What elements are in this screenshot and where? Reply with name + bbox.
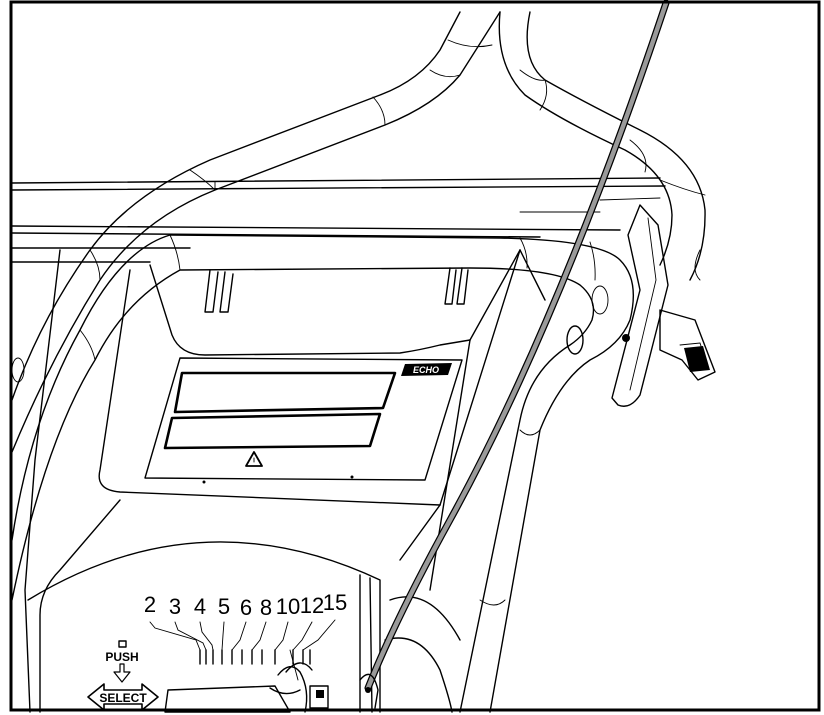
height-label-15: 15 <box>323 590 347 615</box>
push-button-icon <box>118 640 127 648</box>
brake-lever[interactable] <box>611 204 716 407</box>
height-label-8: 8 <box>260 595 272 620</box>
height-label-12: 12 <box>300 593 324 618</box>
brand-badge: ECHO <box>401 363 452 376</box>
height-label-3: 3 <box>169 594 181 619</box>
height-label-5: 5 <box>218 594 230 619</box>
push-label: PUSH <box>105 650 138 664</box>
height-label-6: 6 <box>240 595 252 620</box>
vent-slots-left <box>204 269 234 313</box>
height-label-2: 2 <box>144 592 156 617</box>
height-label-4: 4 <box>194 594 206 619</box>
control-cable <box>359 0 670 709</box>
push-arrow-icon <box>113 663 131 683</box>
cutting-height-scale: 2 3 4 5 6 8 10 12 15 <box>144 590 347 665</box>
upper-handle <box>11 11 706 453</box>
brand-label: ECHO <box>413 365 439 375</box>
height-label-10: 10 <box>276 594 300 619</box>
diagram-frame <box>9 0 821 712</box>
vent-slots-right <box>444 267 469 305</box>
label-panel: ECHO <box>144 357 463 484</box>
warning-triangle-icon <box>245 451 263 467</box>
select-double-arrow-icon <box>87 683 159 711</box>
height-leader-lines <box>149 619 336 651</box>
push-select-instruction: PUSH SELECT <box>87 640 159 711</box>
mower-deck-housing <box>11 177 666 713</box>
height-adjust-lever[interactable] <box>164 649 329 713</box>
handle-knob <box>566 325 584 355</box>
height-ticks <box>199 649 311 665</box>
front-handle <box>11 234 635 713</box>
select-label: SELECT <box>99 691 147 705</box>
